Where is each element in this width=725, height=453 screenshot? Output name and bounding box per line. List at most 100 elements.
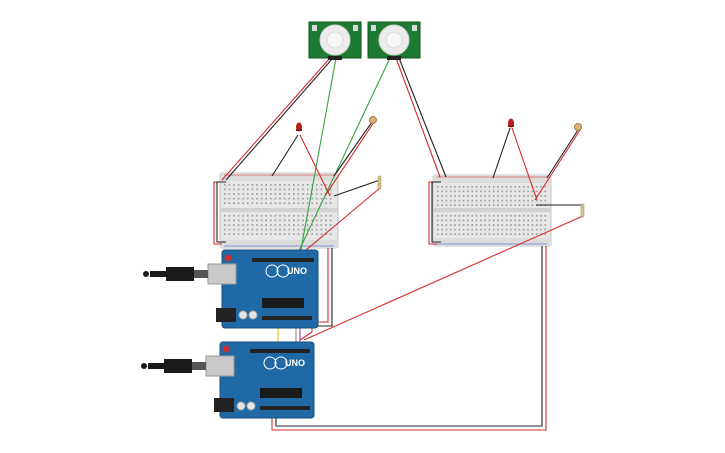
breadboard-hole xyxy=(467,195,469,197)
breadboard-hole xyxy=(449,228,452,231)
wire-ldr-left-b[interactable] xyxy=(324,121,375,197)
breadboard-hole xyxy=(458,233,461,235)
wire-ldr-right-b[interactable] xyxy=(534,129,581,201)
breadboard-hole xyxy=(224,233,226,235)
breadboard-hole xyxy=(505,199,508,202)
breadboard-hole xyxy=(329,193,332,195)
breadboard-hole xyxy=(497,228,499,231)
wire-led-right-anode[interactable] xyxy=(511,127,538,201)
breadboard-hole xyxy=(247,188,249,191)
breadboard-hole xyxy=(458,190,461,193)
breadboard-left-holes-top xyxy=(224,184,332,204)
wire-pir-left-vcc[interactable] xyxy=(221,57,331,181)
wire-resistor-left-to-arduino[interactable] xyxy=(299,187,381,256)
breadboard-hole xyxy=(523,219,525,222)
usb-cable-bottom[interactable] xyxy=(141,359,206,373)
breadboard-hole xyxy=(256,202,258,204)
breadboard-hole xyxy=(316,215,318,217)
breadboard-hole xyxy=(320,219,323,222)
photoresistor-right[interactable] xyxy=(574,123,582,131)
breadboard-hole xyxy=(297,228,300,231)
breadboard-left[interactable] xyxy=(219,172,339,249)
breadboard-hole xyxy=(518,215,521,217)
breadboard-hole xyxy=(505,219,508,222)
arduino-uno-top[interactable]: UNO xyxy=(207,249,319,329)
wire-led-right-cathode[interactable] xyxy=(492,127,511,179)
breadboard-hole xyxy=(316,219,318,222)
breadboard-hole xyxy=(488,186,491,188)
usb-cable-top[interactable] xyxy=(143,267,208,281)
arduino-uno-bottom[interactable]: UNO xyxy=(205,341,315,419)
breadboard-hole xyxy=(535,224,538,226)
breadboard-hole xyxy=(311,193,313,195)
pir-sensor-left[interactable] xyxy=(308,21,362,60)
breadboard-hole xyxy=(242,219,244,222)
breadboard-hole xyxy=(531,190,534,193)
breadboard-hole xyxy=(467,204,469,206)
breadboard-hole xyxy=(283,219,286,222)
breadboard-hole xyxy=(247,193,249,195)
breadboard-hole xyxy=(497,190,499,193)
breadboard-hole xyxy=(242,228,244,231)
breadboard-hole xyxy=(279,215,281,217)
wire-pir-right-signal[interactable] xyxy=(296,57,391,256)
breadboard-hole xyxy=(293,215,295,217)
breadboard-hole xyxy=(242,224,244,226)
resistor-right[interactable] xyxy=(580,203,585,218)
breadboard-hole xyxy=(527,219,529,222)
reset-button-top[interactable] xyxy=(224,254,232,262)
breadboard-hole xyxy=(437,233,439,235)
reset-button-bottom[interactable] xyxy=(222,345,230,353)
wire-left-rail-loop-black[interactable] xyxy=(216,181,226,243)
wire-pir-left-signal[interactable] xyxy=(299,57,337,256)
wire-left-bb-to-uno-black[interactable] xyxy=(314,248,333,327)
breadboard-hole xyxy=(306,202,309,204)
breadboard-right[interactable] xyxy=(432,174,552,247)
wire-pir-left-gnd[interactable] xyxy=(225,57,334,181)
breadboard-hole xyxy=(233,233,235,235)
breadboard-hole xyxy=(449,204,452,206)
resistor-left[interactable] xyxy=(377,175,382,190)
breadboard-hole xyxy=(510,215,512,217)
wire-pir-right-gnd[interactable] xyxy=(398,57,447,178)
led-left[interactable] xyxy=(296,122,302,132)
breadboard-hole xyxy=(518,190,521,193)
breadboard-hole xyxy=(510,190,512,193)
wire-led-left-cathode[interactable] xyxy=(271,134,299,177)
photoresistor-left[interactable] xyxy=(369,116,377,124)
breadboard-hole xyxy=(531,228,534,231)
breadboard-hole xyxy=(247,184,249,186)
breadboard-hole xyxy=(527,199,529,202)
breadboard-hole xyxy=(302,224,304,226)
breadboard-hole xyxy=(306,233,309,235)
arduino-top-label: UNO xyxy=(287,266,307,276)
breadboard-hole xyxy=(270,219,272,222)
wire-ldr-right-a[interactable] xyxy=(546,129,579,179)
breadboard-hole xyxy=(467,233,469,235)
breadboard-hole xyxy=(274,219,277,222)
breadboard-hole xyxy=(501,195,504,197)
wire-led-left-anode[interactable] xyxy=(299,134,331,197)
breadboard-hole xyxy=(224,219,226,222)
wire-resistor-left[interactable] xyxy=(333,179,381,197)
wire-right-rail-loop-black[interactable] xyxy=(431,181,441,243)
led-right[interactable] xyxy=(508,118,514,128)
breadboard-hole xyxy=(437,195,439,197)
wire-pir-right-vcc[interactable] xyxy=(395,57,441,178)
breadboard-hole xyxy=(497,219,499,222)
breadboard-hole xyxy=(527,224,529,226)
breadboard-hole xyxy=(228,197,231,200)
breadboard-hole xyxy=(475,195,478,197)
breadboard-hole xyxy=(492,190,495,193)
breadboard-hole xyxy=(316,188,318,191)
breadboard-left-holes-bottom xyxy=(224,215,332,235)
wire-resistor-right-to-uno[interactable] xyxy=(303,215,584,341)
breadboard-hole xyxy=(224,197,226,200)
breadboard-hole xyxy=(274,193,277,195)
breadboard-hole xyxy=(279,224,281,226)
wire-ldr-left-a[interactable] xyxy=(333,121,373,177)
breadboard-hole xyxy=(242,215,244,217)
breadboard-hole xyxy=(325,202,327,204)
breadboard-hole xyxy=(505,233,508,235)
pir-sensor-right[interactable] xyxy=(367,21,421,60)
